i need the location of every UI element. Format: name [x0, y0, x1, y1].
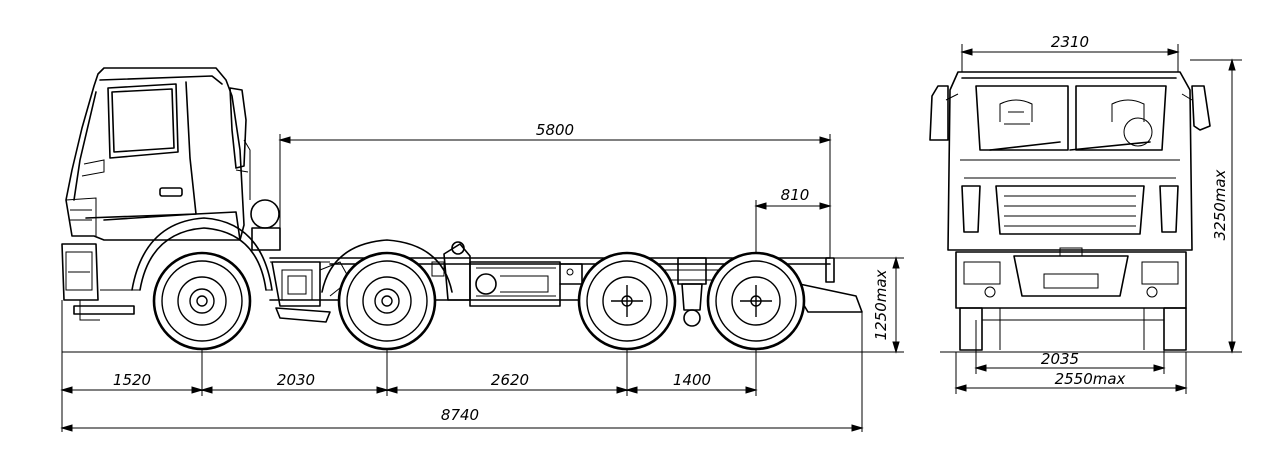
dim-1250max: 1250max [834, 256, 904, 354]
dim-chain-axles: 1520 2030 2620 1400 [60, 300, 863, 432]
cab-front [929, 71, 1211, 309]
air-filter [235, 139, 281, 251]
dim-2310: 2310 [960, 33, 1180, 72]
cab-side [61, 67, 247, 321]
svg-text:2035: 2035 [1041, 350, 1079, 368]
svg-text:5800: 5800 [536, 121, 574, 139]
transmission [271, 261, 351, 323]
rear-suspension [660, 257, 724, 327]
svg-text:3250max: 3250max [1211, 169, 1229, 240]
fender-axle-2 [321, 239, 453, 293]
svg-text:810: 810 [781, 186, 810, 204]
dim-3250max: 3250max [1186, 58, 1242, 354]
wheel-axle-4 [706, 251, 806, 351]
wheel-axle-2 [337, 251, 437, 351]
dim-2620: 2620 [491, 371, 529, 389]
svg-text:1250max: 1250max [872, 269, 890, 340]
front-fender [139, 227, 267, 291]
dim-2550max: 2550max [954, 352, 1188, 394]
svg-text:2550max: 2550max [1055, 370, 1126, 388]
dim-5800: 5800 [278, 121, 832, 258]
dim-1400: 1400 [673, 371, 711, 389]
side-view: 5800 810 1250max 1520 2030 2620 1400 87 [60, 67, 904, 432]
svg-text:8740: 8740 [441, 406, 479, 424]
wheel-axle-1 [152, 251, 252, 351]
dim-8740: 8740 [60, 406, 864, 432]
wheel-axle-3 [577, 251, 677, 351]
front-wheels [959, 307, 1187, 351]
dim-1520: 1520 [113, 371, 151, 389]
dim-2030: 2030 [277, 371, 315, 389]
dim-810: 810 [754, 186, 832, 258]
fuel-tank [431, 241, 583, 307]
svg-text:2310: 2310 [1051, 33, 1089, 51]
dim-2035: 2035 [974, 320, 1166, 374]
front-view: 2310 3250max 2035 2550max [929, 33, 1242, 394]
